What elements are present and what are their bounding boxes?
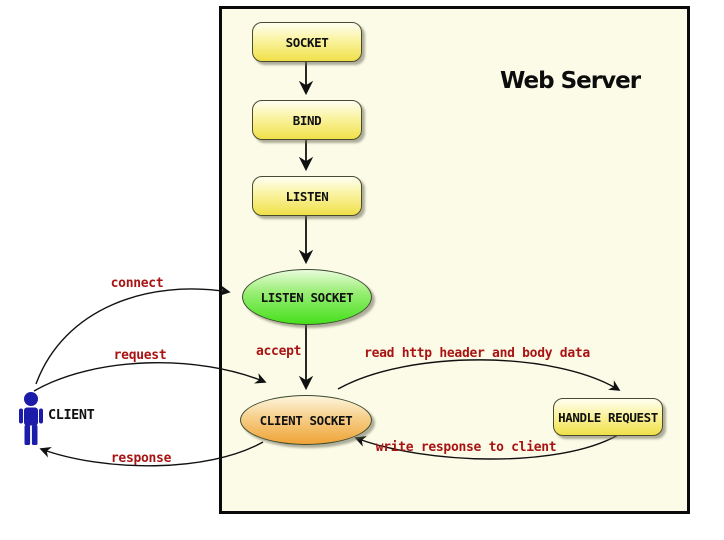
node-bind-label: BIND	[292, 112, 322, 128]
edge-label-request: request	[113, 348, 167, 363]
edge-response	[39, 441, 264, 467]
edge-label-response: response	[110, 451, 172, 466]
edge-label-read: read http header and body data	[364, 346, 590, 361]
node-listen-socket-label: LISTEN SOCKET	[260, 289, 354, 305]
edge-label-connect: connect	[110, 276, 164, 291]
node-client-socket-label: CLIENT SOCKET	[259, 412, 353, 428]
node-bind: BIND	[252, 100, 362, 140]
node-client-socket: CLIENT SOCKET	[240, 395, 372, 445]
node-socket: SOCKET	[252, 22, 362, 62]
edge-connect	[35, 284, 231, 385]
node-listen-label: LISTEN	[285, 188, 329, 204]
node-listen-socket: LISTEN SOCKET	[242, 269, 372, 325]
node-socket-label: SOCKET	[285, 34, 329, 50]
edge-label-accept: accept	[256, 344, 302, 359]
edge-read-request	[337, 359, 621, 391]
web-server-title: Web Server	[500, 68, 641, 94]
node-handle-request: HANDLE REQUEST	[553, 398, 663, 436]
node-listen: LISTEN	[252, 176, 362, 216]
node-handle-request-label: HANDLE REQUEST	[558, 409, 658, 425]
client-person-icon	[19, 392, 43, 445]
edge-label-write: write response to client	[375, 440, 557, 455]
edge-request	[33, 362, 267, 392]
edge-write-response	[354, 434, 619, 460]
client-label: CLIENT	[48, 407, 95, 423]
